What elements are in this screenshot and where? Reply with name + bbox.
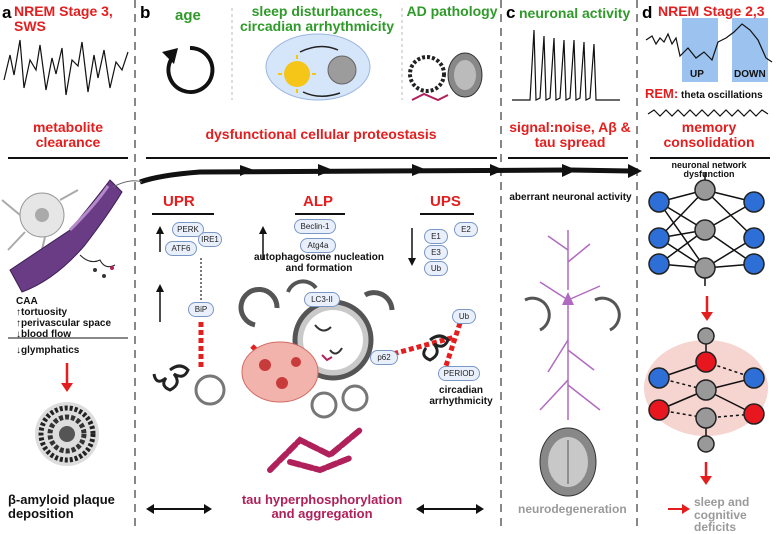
- lc3ii-pill: LC3-II: [304, 292, 340, 307]
- autophagosome-label: autophagosome nucleation and formation: [254, 252, 385, 274]
- ups-label: UPS: [430, 193, 461, 210]
- ub-pill: E2: [454, 222, 478, 237]
- tau-fibrils: [267, 427, 363, 474]
- network-dysfunction-label: neuronal network dysfunction: [671, 160, 747, 180]
- neurodegeneration-label: neurodegeneration: [518, 502, 627, 516]
- upr-label: UPR: [163, 193, 195, 210]
- proteostasis-label: dysfunctional cellular proteostasis: [205, 126, 437, 142]
- sleep-disturbance-label: sleep disturbances, circadian arrhythmic…: [239, 3, 395, 34]
- amyloid-plaque-label: β-amyloid plaque deposition: [8, 492, 115, 521]
- caa-item: CAA: [16, 296, 38, 307]
- panel-letter-b: b: [140, 3, 151, 22]
- down-state-label: DOWN: [734, 69, 766, 80]
- sws-waveform: [3, 39, 129, 96]
- alp-label: ALP: [303, 193, 333, 210]
- caa-item: ↑tortuosity: [16, 307, 68, 318]
- ire1-pill: IRE1: [198, 232, 222, 247]
- caa-item: ↑perivascular space: [16, 318, 112, 329]
- metabolite-clearance-label: metabolite clearance: [32, 119, 103, 150]
- caa-list: CAA ↑tortuosity ↑perivascular space ↓blo…: [16, 296, 111, 340]
- up-state-label: UP: [690, 69, 704, 80]
- bip-pill: BiP: [188, 302, 214, 317]
- nrem-waveform: [645, 23, 773, 63]
- age-cycle-icon: [166, 45, 215, 94]
- beclin1-pill: Beclin-1: [294, 219, 336, 234]
- ub-pill-2: Ub: [452, 309, 476, 324]
- circadian-arrhythmicity-label: circadian arrhythmicity: [429, 385, 493, 407]
- e2-pill: E3: [424, 245, 448, 260]
- tau-label: tau hyperphosphorylation and aggregation: [241, 492, 403, 521]
- theta-waveform: [647, 109, 769, 117]
- rem-label: REM:: [645, 86, 679, 101]
- up-state-band: [682, 18, 718, 82]
- amyloid-plaque: [35, 402, 99, 466]
- rem-line: REM: theta oscillations: [645, 87, 763, 102]
- panel-dividers: [134, 0, 638, 526]
- panel-letter-c: c: [506, 3, 516, 22]
- cognitive-deficits-label: sleep and cognitive deficits: [694, 495, 750, 534]
- panel-letter-d: d: [642, 3, 653, 22]
- atf6-pill: ATF6: [165, 241, 197, 256]
- memory-consolidation-label: memory consolidation: [663, 119, 755, 150]
- period-pill: PERIOD: [438, 366, 480, 381]
- glymphatics-label: ↓glymphatics: [16, 345, 80, 356]
- sws-title: NREM Stage 3, SWS: [14, 3, 113, 34]
- e1-pill: E1: [424, 229, 448, 244]
- atg4a-pill: Atg4a: [300, 238, 336, 253]
- caa-item: ↓blood flow: [16, 329, 71, 340]
- vessel-illustration: [1, 179, 123, 293]
- age-label: age: [175, 7, 201, 24]
- e3-pill: Ub: [424, 261, 448, 276]
- aberrant-activity-label: aberrant neuronal activity: [509, 192, 632, 203]
- neuronal-activity-label: neuronal activity: [519, 5, 631, 21]
- neuron-illustration: [539, 230, 601, 420]
- spike-train: [512, 29, 620, 101]
- theta-oscillations-label: theta oscillations: [681, 90, 763, 101]
- panel-letter-a: a: [2, 3, 12, 22]
- signal-noise-label: signal:noise, Aβ & tau spread: [509, 119, 631, 150]
- ad-pathology-label: AD pathology: [406, 3, 498, 19]
- p62-pill: p62: [370, 350, 398, 365]
- perk-pill: PERK: [172, 222, 204, 237]
- nrem23-title: NREM Stage 2,3: [658, 3, 765, 19]
